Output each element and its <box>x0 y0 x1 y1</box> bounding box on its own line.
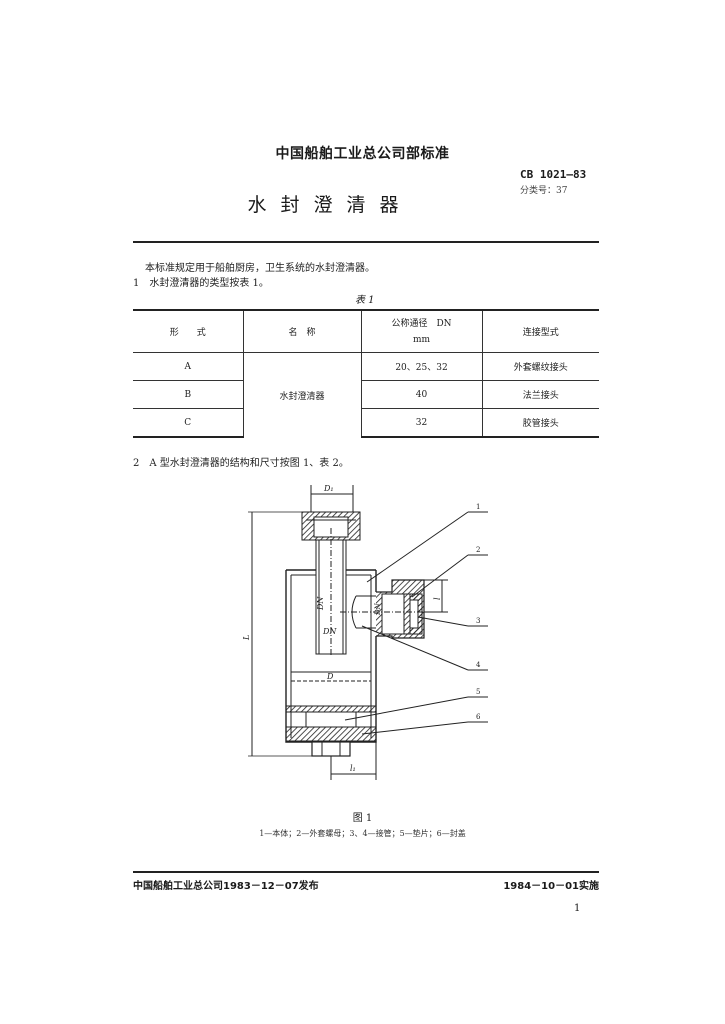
part-number-6: 6 <box>476 713 481 721</box>
section-2: 2 A 型水封澄清器的结构和尺寸按图 1、表 2。 <box>133 458 349 469</box>
label-dn-inner: DN <box>322 627 337 636</box>
label-l1: l₁ <box>350 764 356 773</box>
label-d: D <box>326 672 334 681</box>
label-l: L <box>242 635 251 641</box>
part-number-3: 3 <box>476 617 480 625</box>
footer-rule <box>133 871 599 873</box>
header-dn: 公称通径 DN mm <box>360 309 482 353</box>
header-connection: 连接型式 <box>481 309 599 353</box>
classification-number: 分类号：37 <box>520 186 568 196</box>
table-caption: 表 1 <box>355 295 375 306</box>
organization-heading: 中国船舶工业总公司部标准 <box>275 146 450 162</box>
page-number: 1 <box>574 903 581 914</box>
issue-date: 中国船舶工业总公司1983－12－07发布 <box>133 881 319 892</box>
row-type: C <box>133 408 243 438</box>
type-table: 形 式 名 称 公称通径 DN mm 连接型式 A 水封澄清器 20、25、32… <box>133 309 599 438</box>
row-dn: 32 <box>360 408 482 438</box>
part-number-1: 1 <box>476 503 480 511</box>
label-l-side: l <box>433 597 442 600</box>
row-type: A <box>133 352 243 381</box>
intro-paragraph: 本标准规定用于船舶厨房，卫生系统的水封澄清器。 <box>145 263 375 274</box>
part-number-5: 5 <box>476 688 480 696</box>
table-header-row: 形 式 名 称 公称通径 DN mm 连接型式 <box>133 309 599 353</box>
label-dn-vertical: DN <box>316 596 325 611</box>
row-dn: 40 <box>360 380 482 409</box>
row-type: B <box>133 380 243 409</box>
table-row: B 40 法兰接头 <box>133 380 599 409</box>
figure-legend: 1—本体；2—外套螺母；3、4—接管；5—垫片；6—封盖 <box>259 829 466 838</box>
standard-number: CB 1021—83 <box>520 168 587 181</box>
label-dn-side: DN <box>374 602 382 616</box>
header-name: 名 称 <box>242 309 361 353</box>
header-type: 形 式 <box>133 309 243 353</box>
row-connection: 胶管接头 <box>481 408 599 438</box>
figure-title: 图 1 <box>352 813 373 824</box>
table-row: A 水封澄清器 20、25、32 外套螺纹接头 <box>133 352 599 437</box>
row-connection: 外套螺纹接头 <box>481 352 599 381</box>
row-connection: 法兰接头 <box>481 380 599 409</box>
table-row: C 32 胶管接头 <box>133 408 599 438</box>
row-name-merged: 水封澄清器 <box>242 352 361 437</box>
part-number-4: 4 <box>476 661 481 669</box>
row-dn: 20、25、32 <box>360 352 482 381</box>
implementation-date: 1984－10－01实施 <box>503 881 599 892</box>
header-rule <box>133 241 599 243</box>
label-d1: D₁ <box>323 484 334 493</box>
part-number-2: 2 <box>476 546 480 554</box>
document-title: 水封澄清器 <box>247 194 413 216</box>
section-1: 1 水封澄清器的类型按表 1。 <box>133 278 269 289</box>
